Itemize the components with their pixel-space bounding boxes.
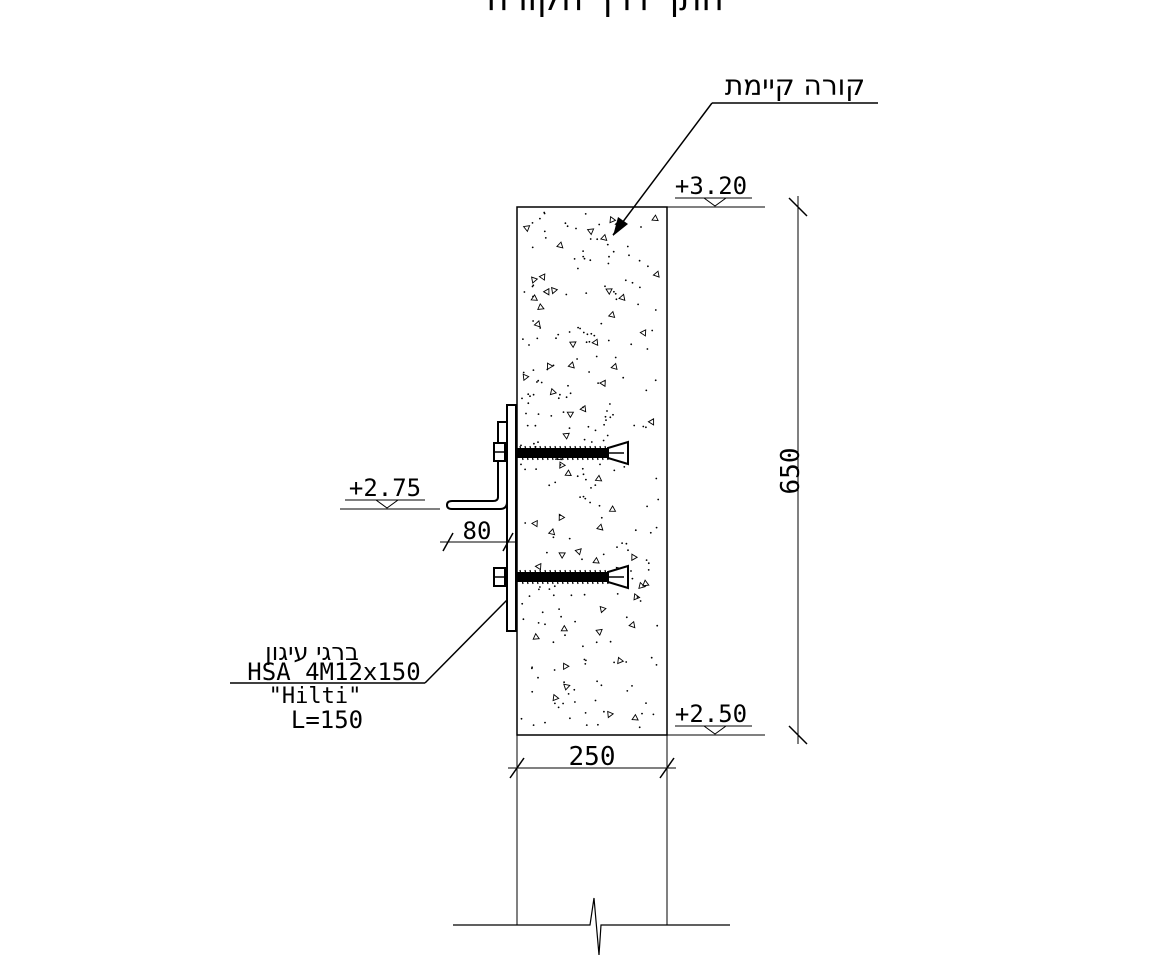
angle-tick-right [502, 532, 514, 552]
anchor-bolt-lower [493, 564, 629, 590]
top-elevation-marker [702, 197, 728, 207]
height-tick-bottom [788, 725, 808, 745]
anchor-length-label: L=150 [291, 706, 363, 734]
top-elevation-text: +3.20 [675, 172, 747, 200]
bracket-elevation-marker [374, 499, 400, 509]
steel-plate [506, 404, 517, 632]
drawing-title: חתך דרך הקורה [486, 0, 723, 19]
steel-angle-bracket [445, 421, 508, 510]
height-dimension-text: 650 [776, 448, 806, 495]
width-tick-right [659, 757, 675, 779]
break-line [453, 897, 730, 955]
anchor-callout-leader [424, 599, 508, 684]
concrete-beam [516, 206, 668, 736]
width-tick-left [509, 757, 525, 779]
width-dimension-text: 250 [569, 742, 616, 772]
anchor-bolts-label: ברגי עיגון [265, 638, 359, 666]
existing-beam-label: קורה קיימת [725, 69, 865, 102]
height-tick-top [788, 197, 808, 217]
manufacturer-label: "Hilti" [269, 684, 362, 709]
angle-tick-left [442, 532, 454, 552]
bottom-elevation-marker [702, 725, 728, 735]
anchor-spec-label: HSA 4M12x150 [247, 658, 420, 686]
angle-dimension-text: 80 [463, 517, 492, 545]
anchor-bolt-upper [493, 440, 629, 466]
existing-beam-leader [612, 102, 713, 236]
existing-beam-arrow [613, 217, 628, 236]
bottom-elevation-text: +2.50 [675, 700, 747, 728]
bracket-elevation-text: +2.75 [349, 474, 421, 502]
concrete-hatch [520, 211, 660, 729]
